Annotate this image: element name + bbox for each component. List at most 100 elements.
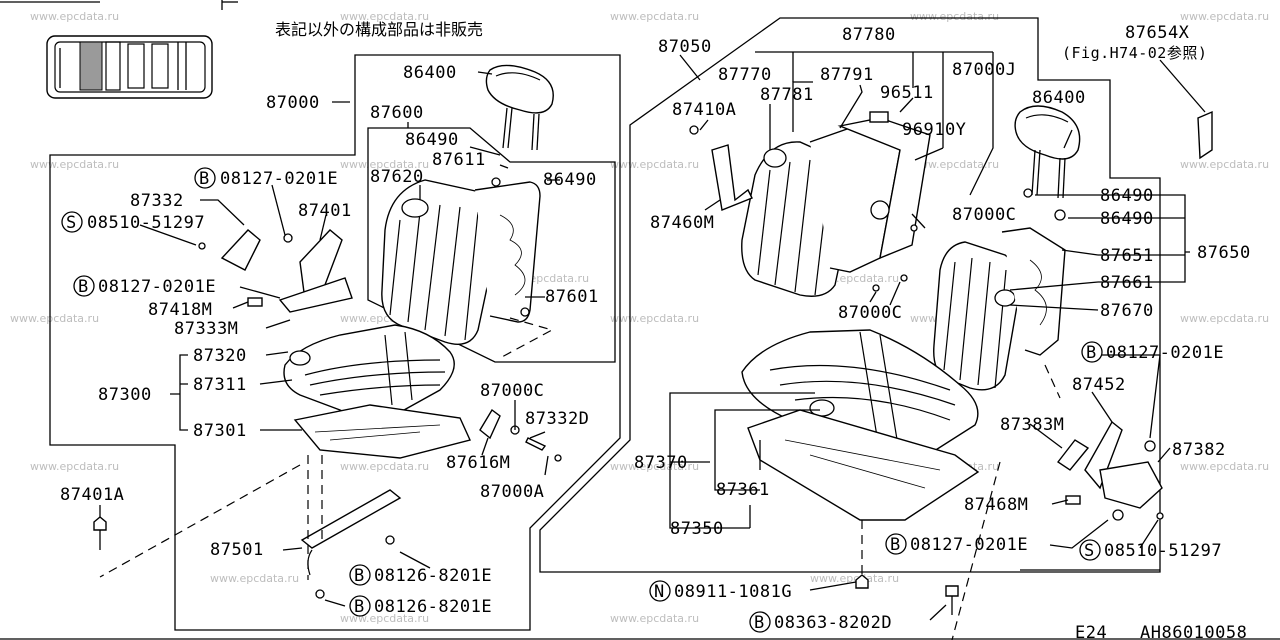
- label-86400: 86400: [403, 63, 457, 83]
- recliner-right-part: [1056, 420, 1164, 521]
- watermark: www.epcdata.ru: [1180, 312, 1269, 325]
- label-86400: 86400: [1032, 88, 1086, 108]
- label-08127-0201e: B 08127-0201E: [1081, 341, 1224, 363]
- cushion-frame-right-part: [747, 409, 980, 521]
- label-86490: 86490: [1100, 209, 1154, 229]
- watermark: www.epcdata.ru: [210, 572, 299, 585]
- label-87401: 87401: [298, 201, 352, 221]
- svg-text:08363-8202D: 08363-8202D: [774, 613, 892, 633]
- watermark: www.epcdata.ru: [1180, 158, 1269, 171]
- label-87000j: 87000J: [952, 60, 1016, 80]
- label-87301: 87301: [193, 421, 247, 441]
- left-seat-boundary: [49, 54, 621, 631]
- label-86490: 86490: [543, 170, 597, 190]
- label-87661: 87661: [1100, 273, 1154, 293]
- svg-text:S: S: [66, 213, 77, 233]
- part-labels: 86400 87000 87600 86490 87611 86490 8762…: [60, 23, 1251, 633]
- label-87601: 87601: [545, 287, 599, 307]
- seat-back-frame-2-right-part: [1001, 227, 1066, 356]
- watermark: www.epcdata.ru: [340, 10, 429, 23]
- label-87620: 87620: [370, 167, 424, 187]
- label-86490: 86490: [1100, 186, 1154, 206]
- label-87401a: 87401A: [60, 485, 124, 505]
- label-87670: 87670: [1100, 301, 1154, 321]
- label-87791: 87791: [820, 65, 874, 85]
- svg-text:08127-0201E: 08127-0201E: [1106, 343, 1224, 363]
- label-87000c: 87000C: [952, 205, 1016, 225]
- watermark: www.epcdata.ru: [1180, 460, 1269, 473]
- right-seat-boundary: [539, 17, 1161, 573]
- svg-text:08127-0201E: 08127-0201E: [220, 169, 338, 189]
- clip-87654x-part: [1197, 110, 1213, 160]
- watermark: www.epcdata.ru: [30, 158, 119, 171]
- svg-text:N: N: [654, 582, 665, 602]
- illustration-number: AH86010058: [1140, 623, 1247, 640]
- svg-text:B: B: [1086, 343, 1097, 363]
- label-96910y: 96910Y: [902, 120, 966, 140]
- label-08127-0201e: B 08127-0201E: [885, 533, 1028, 555]
- headrest-right-part: [1014, 105, 1081, 199]
- label-08363-8202d: B 08363-8202D: [749, 611, 892, 633]
- label-08510-51297: S 08510-51297: [61, 211, 205, 233]
- assembly-line: [951, 461, 1001, 640]
- vehicle-locator-icon: [46, 35, 213, 99]
- svg-text:B: B: [354, 597, 365, 617]
- label-87654x: 87654X: [1125, 23, 1190, 43]
- label-08126-8201e: B 08126-8201E: [349, 595, 492, 617]
- label-08126-8201e: B 08126-8201E: [349, 564, 492, 586]
- watermark: www.epcdata.ru: [910, 10, 999, 23]
- label-87616m: 87616M: [446, 453, 510, 473]
- label-87370: 87370: [634, 453, 688, 473]
- label-87333m: 87333M: [174, 319, 238, 339]
- headrest-left-part: [485, 64, 554, 151]
- assembly-line: [499, 317, 554, 359]
- svg-text:08510-51297: 08510-51297: [87, 213, 205, 233]
- svg-text:08127-0201E: 08127-0201E: [910, 535, 1028, 555]
- watermark: www.epcdata.ru: [10, 312, 99, 325]
- svg-text:08126-8201E: 08126-8201E: [374, 597, 492, 617]
- label-87781: 87781: [760, 85, 814, 105]
- label-87000a: 87000A: [480, 482, 544, 502]
- label-87468m: 87468M: [964, 495, 1028, 515]
- label-08127-0201e: B 08127-0201E: [73, 275, 216, 297]
- assembly-line: [99, 464, 301, 578]
- label-87611: 87611: [432, 150, 486, 170]
- svg-text:08911-1081G: 08911-1081G: [674, 582, 792, 602]
- svg-text:S: S: [1084, 541, 1095, 561]
- assembly-line: [1044, 364, 1061, 399]
- label-08510-51297: S 08510-51297: [1079, 539, 1222, 561]
- watermark: www.epcdata.ru: [610, 312, 699, 325]
- label-87418m: 87418M: [148, 300, 212, 320]
- seat-back-frame-left-part: [474, 177, 541, 323]
- svg-text:B: B: [199, 169, 210, 189]
- label-87600: 87600: [370, 103, 424, 123]
- label-87311: 87311: [193, 375, 247, 395]
- label-87320: 87320: [193, 346, 247, 366]
- note-not-sold: 表記以外の構成部品は非販売: [275, 20, 483, 39]
- watermark: www.epcdata.ru: [340, 460, 429, 473]
- label-08911-1081g: N 08911-1081G: [649, 580, 792, 602]
- bolt-87401a-part: [93, 516, 107, 550]
- watermark: www.epcdata.ru: [1180, 10, 1269, 23]
- label-87780: 87780: [842, 25, 896, 45]
- label-87000c: 87000C: [480, 381, 544, 401]
- label-87410a: 87410A: [672, 100, 736, 120]
- label-87460m: 87460M: [650, 213, 714, 233]
- label-96511: 96511: [880, 83, 934, 103]
- svg-text:B: B: [754, 613, 765, 633]
- watermarks: www.epcdata.ru www.epcdata.ru www.epcdat…: [10, 10, 1269, 625]
- label-87650: 87650: [1197, 243, 1251, 263]
- watermark: www.epcdata.ru: [610, 158, 699, 171]
- seat-back-frame-right-part: [809, 111, 931, 273]
- figure-ref: (Fig.H74-02参照): [1062, 44, 1207, 62]
- label-87452: 87452: [1072, 375, 1126, 395]
- label-87050: 87050: [658, 37, 712, 57]
- label-87770: 87770: [718, 65, 772, 85]
- recliner-left-part: [198, 229, 353, 313]
- watermark: www.epcdata.ru: [30, 460, 119, 473]
- label-87000c: 87000C: [838, 303, 902, 323]
- seat-back-right-part: [933, 241, 1021, 391]
- label-87361: 87361: [716, 480, 770, 500]
- label-08127-0201e: B 08127-0201E: [194, 167, 338, 189]
